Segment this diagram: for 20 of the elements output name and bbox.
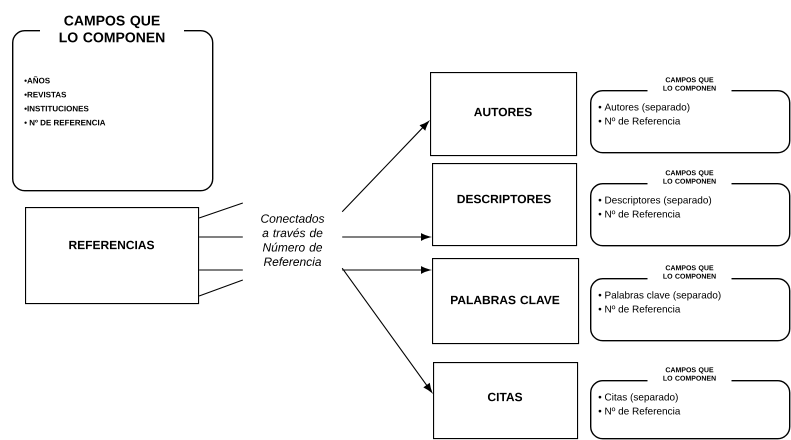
arrow <box>342 268 432 393</box>
bullet-list: • Palabras clave (separado) • Nº de Referencia <box>598 291 721 313</box>
box-label: CITAS <box>488 392 522 402</box>
arrow <box>342 121 429 212</box>
box-label: REFERENCIAS <box>69 240 154 250</box>
arrow <box>342 266 430 274</box>
connection-note: Conectados a través de Número de Referencia <box>261 214 324 266</box>
node-label: •AÑOS <box>24 76 50 84</box>
box-label: PALABRAS CLAVE <box>451 296 560 304</box>
bullet-list: •AÑOS •REVISTAS •INSTITUCIONES • Nº DE REFERENCIA <box>24 76 106 126</box>
box-label: AUTORES <box>474 108 532 116</box>
bullet-list: • Descriptores (separado) • Nº de Referencia <box>598 196 712 218</box>
bullet-list: • Citas (separado) • Nº de Referencia <box>598 393 680 415</box>
bullet-list: • Autores (separado) • Nº de Referencia <box>598 103 690 125</box>
arrow <box>342 233 430 241</box>
box-heading: CAMPOS QUE LO COMPONEN <box>40 14 184 44</box>
node-label: •REVISTAS <box>24 92 66 98</box>
node-label: • Nº DE REFERENCIA <box>24 120 106 126</box>
node-label: •INSTITUCIONES <box>24 106 88 112</box>
box-label: DESCRIPTORES <box>458 194 551 204</box>
